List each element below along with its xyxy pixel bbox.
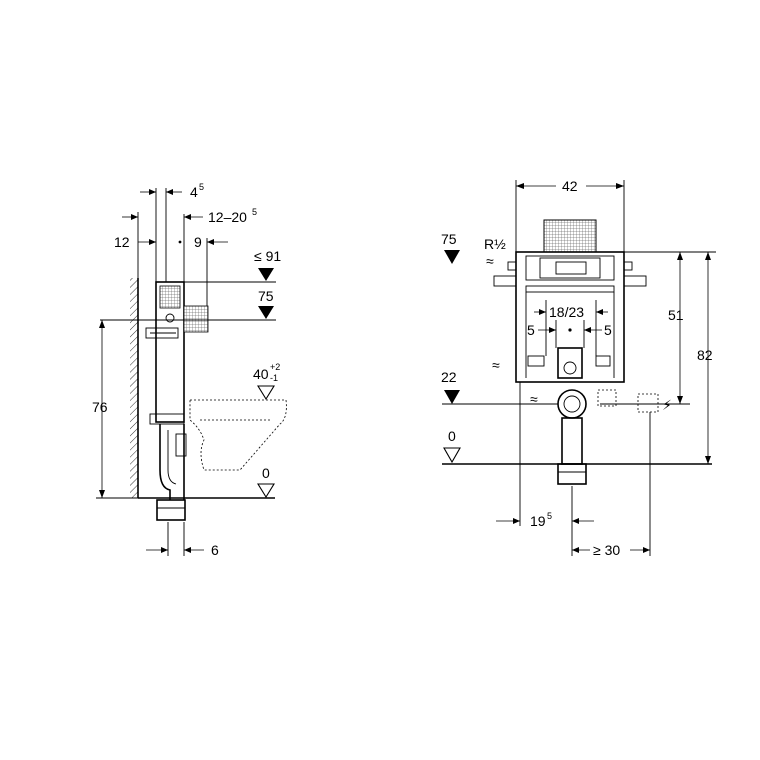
drain-connector: [175, 433, 187, 457]
dim-spacing-label: 18/23: [549, 304, 584, 320]
wc-bowl-outline: [189, 399, 287, 471]
level-seat-label: 40: [253, 366, 269, 382]
frame-header: [525, 255, 615, 281]
flush-plate-area: [159, 285, 181, 309]
front-level-floor-label: 0: [448, 428, 456, 444]
right-clip: [623, 261, 633, 271]
front-view: ⚡ ≈ ≈ ≈ 42 75 R½ 18/23 5 5: [441, 178, 716, 558]
dim-outlet-arrow-l: [161, 547, 168, 553]
left-clip: [507, 261, 517, 271]
dim-depth-arrow-l: [131, 214, 138, 220]
level-floor-label: 0: [262, 465, 270, 481]
valve-body: [557, 347, 583, 379]
dim-frame-label: 12: [114, 234, 130, 250]
outlet-pipe-outer: [159, 424, 171, 500]
dim-electrical-arrow-r: [643, 547, 650, 553]
dim-height-upper-label: 51: [668, 307, 684, 323]
dim-electrical-arrow-l: [572, 547, 579, 553]
dim-wall-offset-sup: 5: [199, 182, 204, 192]
dim-right-offset-arrow: [584, 327, 591, 333]
dim-spacing-arrow-r: [596, 309, 603, 315]
level-seat-tol-plus: +2: [270, 362, 280, 372]
outlet-elbow: [557, 389, 587, 419]
dim-pipe-label: 9: [194, 234, 202, 250]
dim-width-arrow-l: [516, 183, 524, 189]
dim-frame-arrow: [149, 239, 156, 245]
supply-socket-dashed: [597, 389, 617, 407]
front-level-supply-marker: [444, 390, 460, 404]
level-flush-marker: [258, 306, 274, 319]
electrical-socket-dashed: [637, 393, 659, 413]
side-bracket: [145, 327, 179, 339]
dim-height-arrow-bottom: [99, 490, 105, 498]
dim-width-arrow-r: [616, 183, 624, 189]
dim-height-total-arrow-bottom: [705, 456, 711, 464]
dim-outlet-offset-sup: 5: [547, 511, 552, 521]
flush-box: [183, 305, 209, 333]
electrical-connector: [595, 355, 611, 367]
cross-rail: [525, 285, 615, 293]
level-floor-marker: [257, 483, 275, 499]
dim-pipe-arrow: [207, 239, 214, 245]
frame-body: [515, 251, 625, 383]
water-wave-icon: ≈: [486, 253, 494, 269]
dim-outlet-offset-label: 19: [530, 513, 546, 529]
dim-height-arrow-top: [99, 320, 105, 328]
level-top-marker: [258, 268, 274, 281]
dim-depth-range-sup: 5: [252, 207, 257, 217]
outlet-elbow-inner: [563, 395, 581, 413]
cistern-window: [539, 257, 601, 279]
outlet-socket: [156, 499, 186, 521]
level-seat-tol-minus: -1: [270, 373, 278, 383]
cistern-body: [155, 281, 185, 423]
side-view: 4 5 12–20 5 12 9 ≤ 91 75 40 +2 -1 0: [92, 182, 287, 558]
dim-height-upper-arrow-bottom: [677, 396, 683, 404]
dim-center-dot: [568, 328, 572, 332]
dim-depth-range-label: 12–20: [208, 209, 247, 225]
dim-right-offset-label: 5: [604, 322, 612, 338]
right-bracket: [623, 275, 647, 287]
supply-connector: [527, 355, 545, 367]
dim-height-label: 76: [92, 399, 108, 415]
dim-4-arrow-r: [166, 189, 173, 195]
foot-bracket: [149, 413, 185, 425]
dim-left-offset-label: 5: [527, 322, 535, 338]
dim-height-total-arrow-top: [705, 252, 711, 260]
water-wave-icon-supply: ≈: [530, 391, 538, 407]
lightning-icon: ⚡: [662, 397, 672, 413]
dim-4-arrow-l: [149, 189, 156, 195]
dim-depth-arrow-r: [184, 214, 191, 220]
dim-outlet-offset-arrow-l: [513, 518, 520, 524]
dim-electrical-label: ≥ 30: [593, 542, 620, 558]
dim-outlet-offset-arrow-r: [572, 518, 579, 524]
dim-width-label: 42: [562, 178, 578, 194]
front-level-supply-label: 22: [441, 369, 457, 385]
valve-port: [563, 361, 577, 375]
water-wave-icon-lower: ≈: [492, 357, 500, 373]
dim-wall-offset-label: 4: [190, 184, 198, 200]
outlet-socket-front: [557, 463, 587, 485]
level-flush-label: 75: [258, 288, 274, 304]
wall-hatch: [130, 278, 138, 498]
dim-outlet-label: 6: [211, 542, 219, 558]
outlet-pipe-wall: [167, 430, 177, 485]
left-bracket: [493, 275, 517, 287]
level-seat-marker: [257, 385, 275, 401]
dim-spacing-arrow-l: [539, 309, 546, 315]
flush-valve: [165, 313, 175, 323]
outlet-drop: [561, 417, 583, 465]
level-top-label: ≤ 91: [254, 248, 281, 264]
front-level-flush-label: 75: [441, 231, 457, 247]
dim-pipe-dot: [178, 240, 182, 244]
dim-outlet-arrow-r: [184, 547, 191, 553]
dim-height-total-label: 82: [697, 347, 713, 363]
front-level-floor-marker: [443, 447, 461, 464]
flush-box-inner: [555, 261, 587, 275]
front-level-flush-marker: [444, 250, 460, 264]
dim-height-upper-arrow-top: [677, 252, 683, 260]
top-plate: [543, 219, 597, 253]
thread-label: R½: [484, 236, 506, 252]
dim-left-offset-arrow: [549, 327, 556, 333]
